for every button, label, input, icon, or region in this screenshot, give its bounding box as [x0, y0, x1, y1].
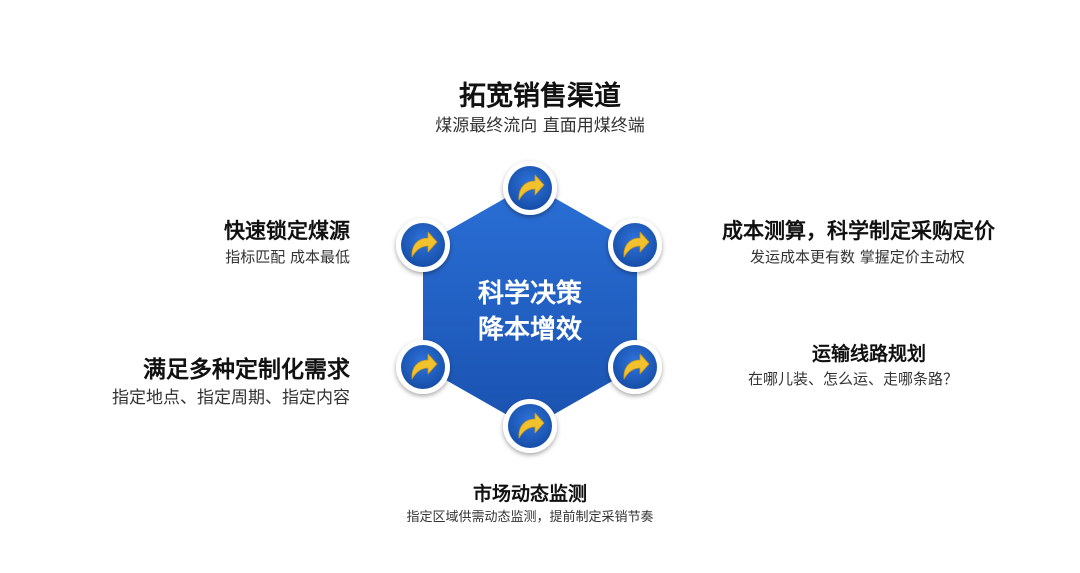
node-right-lower: 运输线路规划 在哪儿装、怎么运、走哪条路？ [720, 340, 1020, 390]
node-left-upper: 快速锁定煤源 指标匹配 成本最低 [100, 216, 350, 268]
node-right-upper-subtitle: 发运成本更有数 掌握定价主动权 [750, 248, 965, 266]
node-bottom-title: 市场动态监测 [472, 483, 587, 505]
node-left-lower-title: 满足多种定制化需求 [143, 357, 350, 383]
node-top-title: 拓宽销售渠道 [459, 81, 621, 112]
node-right-upper-title: 成本测算，科学制定采购定价 [722, 219, 995, 243]
vertex-left-upper-curved-arrow-icon [396, 218, 450, 272]
node-left-lower: 满足多种定制化需求 指定地点、指定周期、指定内容 [30, 354, 350, 410]
center-text-line2: 降本增效 [478, 314, 582, 345]
center-hexagon [423, 184, 637, 428]
vertex-bottom-curved-arrow-icon [503, 399, 557, 453]
center-text-line1: 科学决策 [478, 278, 582, 309]
node-right-lower-subtitle: 在哪儿装、怎么运、走哪条路？ [748, 370, 959, 388]
vertex-top-curved-arrow-icon [503, 161, 557, 215]
node-bottom: 市场动态监测 指定区域供需动态监测，提前制定采销节奏 [330, 480, 730, 528]
node-bottom-subtitle: 指定区域供需动态监测，提前制定采销节奏 [406, 510, 654, 525]
node-left-upper-title: 快速锁定煤源 [224, 219, 350, 243]
node-top-subtitle: 煤源最终流向 直面用煤终端 [435, 116, 645, 136]
node-left-lower-subtitle: 指定地点、指定周期、指定内容 [112, 388, 350, 408]
node-right-lower-title: 运输线路规划 [812, 343, 927, 365]
node-top: 拓宽销售渠道 煤源最终流向 直面用煤终端 [340, 80, 740, 138]
node-right-upper: 成本测算，科学制定采购定价 发运成本更有数 掌握定价主动权 [722, 216, 1062, 268]
vertex-right-upper-curved-arrow-icon [608, 218, 662, 272]
vertex-right-lower-curved-arrow-icon [608, 340, 662, 394]
vertex-left-lower-curved-arrow-icon [396, 340, 450, 394]
node-left-upper-subtitle: 指标匹配 成本最低 [225, 248, 350, 266]
